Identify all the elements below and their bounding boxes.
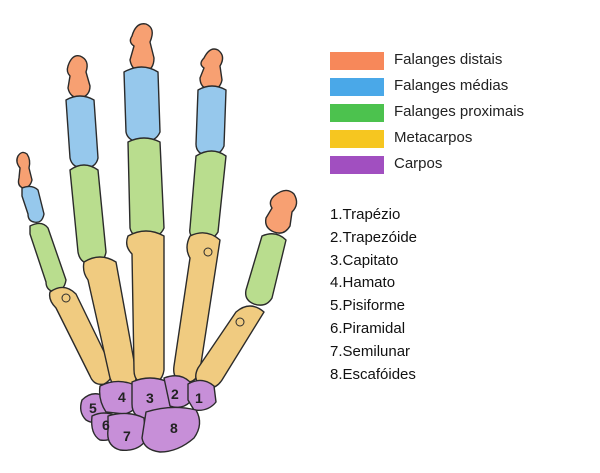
carpal-number: 5.: [330, 297, 343, 315]
carpals-swatch: [330, 156, 384, 174]
distal-phalanges-swatch: [330, 52, 384, 70]
index-distal-phalanx: [199, 48, 224, 91]
middle-middle-phalanx: [123, 66, 161, 143]
pinky-joint-detail: [61, 293, 71, 303]
carpal-name: Piramidal: [342, 319, 406, 337]
ring-distal-phalanx: [66, 55, 91, 99]
proximal-phalanges-swatch: [330, 104, 384, 122]
carpal-number: 7.: [330, 342, 343, 360]
middle-distal-phalanx: [129, 23, 155, 73]
carpal-label-5: 5: [89, 400, 97, 416]
legend-label: Falanges distais: [394, 51, 503, 68]
index-joint-detail: [203, 247, 213, 257]
carpal-number: 4.: [330, 274, 343, 292]
carpal-number: 1.: [330, 206, 343, 223]
carpal-item-3: 3.Capitato: [330, 252, 417, 275]
carpal-label-6: 6: [102, 417, 110, 433]
carpal-item-8: 8.Escafóides: [330, 366, 417, 389]
thumb-distal-phalanx: [264, 189, 298, 234]
carpal-label-1: 1: [195, 390, 203, 406]
carpal-item-2: 2.Trapezóide: [330, 229, 417, 252]
carpal-number: 2.: [330, 228, 343, 246]
thumb-proximal-phalanx: [244, 233, 287, 306]
pinky-distal-phalanx: [16, 151, 33, 189]
index-middle-phalanx: [195, 85, 227, 157]
metacarpals-swatch: [330, 130, 384, 148]
carpal-item-4: 4.Hamato: [330, 274, 417, 297]
carpal-name: Capitato: [342, 251, 399, 269]
carpal-label-4: 4: [118, 389, 126, 405]
legend-item-medial: Falanges médias: [330, 74, 590, 100]
carpal-item-5: 5.Pisiforme: [330, 297, 417, 320]
carpal-name: Hamato: [342, 274, 396, 292]
thumb-joint-detail: [235, 317, 245, 327]
legend-item-distal: Falanges distais: [330, 48, 590, 74]
legend-label: Falanges proximais: [394, 103, 525, 120]
carpal-name: Escafóides: [342, 365, 416, 383]
carpal-label-3: 3: [146, 390, 154, 406]
carpal-bone-list: 1.Trapézio 2.Trapezóide 3.Capitato 4.Ham…: [330, 206, 417, 388]
middle-phalanges-swatch: [330, 78, 384, 96]
carpal-item-7: 7.Semilunar: [330, 343, 417, 366]
carpal-label-7: 7: [123, 428, 131, 444]
legend-label: Carpos: [394, 155, 443, 172]
carpal-lunate: [107, 412, 147, 451]
ring-middle-phalanx: [65, 95, 99, 169]
bone-color-legend: Falanges distais Falanges médias Falange…: [330, 48, 590, 178]
legend-item-carpal: Carpos: [330, 152, 590, 178]
carpal-label-8: 8: [170, 420, 178, 436]
pinky-middle-phalanx: [21, 185, 45, 224]
legend-label: Falanges médias: [394, 77, 509, 94]
carpal-name: Trapezóide: [342, 228, 418, 246]
carpal-name: Pisiforme: [342, 297, 406, 315]
carpal-label-2: 2: [171, 386, 179, 402]
index-proximal-phalanx: [189, 150, 227, 242]
pinky-proximal-phalanx: [29, 222, 67, 293]
legend-item-metacarpal: Metacarpos: [330, 126, 590, 152]
ring-proximal-phalanx: [69, 164, 107, 265]
middle-proximal-phalanx: [127, 137, 165, 239]
legend-item-proximal: Falanges proximais: [330, 100, 590, 126]
carpal-number: 8.: [330, 365, 343, 383]
carpal-item-1: 1.Trapézio: [330, 206, 417, 229]
carpal-item-6: 6.Piramidal: [330, 320, 417, 343]
legend-label: Metacarpos: [394, 129, 473, 146]
carpal-name: Semilunar: [342, 342, 411, 360]
carpal-number: 3.: [330, 251, 343, 269]
carpal-name: Trapézio: [342, 206, 401, 223]
carpal-number: 6.: [330, 319, 343, 337]
carpal-scaphoid: [141, 406, 201, 453]
